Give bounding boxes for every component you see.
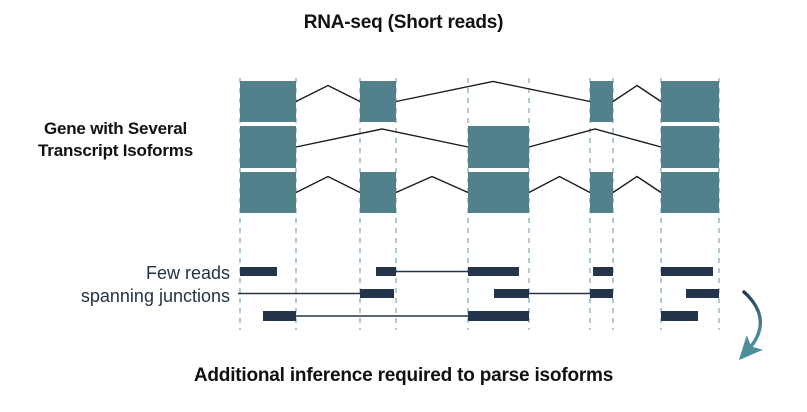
read-block-1-0	[360, 289, 394, 298]
read-block-0-4	[661, 267, 713, 276]
gene-label-line-1: Gene with Several	[43, 119, 188, 138]
intron-2-1	[395, 175, 469, 194]
intron-lines	[295, 80, 662, 194]
read-block-2-1	[468, 311, 529, 321]
intron-0-0	[295, 84, 361, 103]
gene-isoforms-label: Gene with Several Transcript Isoforms	[8, 118, 223, 162]
read-block-2-0	[263, 311, 296, 321]
read-block-0-1	[376, 267, 396, 276]
exon-0-1	[360, 81, 396, 122]
intron-0-1	[395, 80, 591, 103]
page-title: RNA-seq (Short reads)	[303, 12, 504, 33]
intron-2-2	[528, 175, 591, 194]
figure-caption: Additional inference required to parse i…	[193, 365, 614, 386]
intron-2-0	[295, 175, 361, 194]
exon-0-0	[240, 81, 296, 122]
arrow-path	[738, 290, 763, 361]
gene-label-line-2: Transcript Isoforms	[38, 141, 193, 160]
exon-0-2	[590, 81, 613, 122]
exon-2-0	[240, 172, 296, 213]
exon-1-2	[661, 126, 719, 168]
exon-1-1	[468, 126, 529, 168]
exon-0-3	[661, 81, 719, 122]
read-block-0-3	[593, 267, 613, 276]
read-junction-lines	[238, 270, 590, 317]
read-blocks	[240, 267, 719, 321]
read-block-1-2	[590, 289, 613, 298]
exon-2-1	[360, 172, 396, 213]
intron-1-1	[528, 128, 662, 148]
intron-1-0	[295, 128, 469, 148]
read-block-2-2	[661, 311, 698, 321]
intron-0-2	[612, 84, 662, 103]
read-block-0-0	[240, 267, 277, 276]
exon-2-3	[590, 172, 613, 213]
exon-blocks	[240, 81, 719, 213]
reads-label-line-2: spanning junctions	[80, 286, 230, 306]
curved-arrow	[738, 290, 763, 361]
exon-2-2	[468, 172, 529, 213]
exon-2-4	[661, 172, 719, 213]
intron-2-3	[612, 175, 662, 194]
exon-1-0	[240, 126, 296, 168]
read-block-0-2	[468, 267, 519, 276]
read-block-1-3	[686, 289, 719, 298]
few-reads-label: Few reads spanning junctions	[8, 262, 230, 308]
read-block-1-1	[494, 289, 529, 298]
reads-label-line-1: Few reads	[145, 263, 230, 283]
